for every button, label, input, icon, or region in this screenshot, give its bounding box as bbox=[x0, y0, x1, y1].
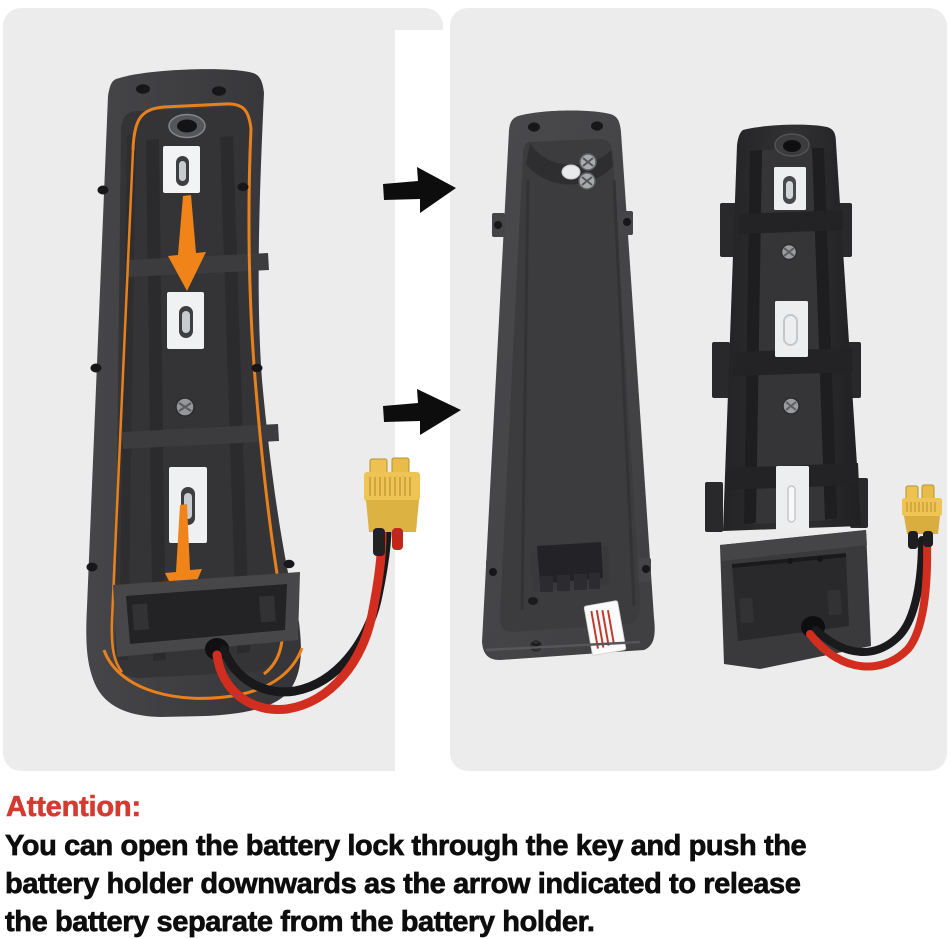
battery-lock-recess bbox=[113, 572, 300, 657]
screw-hole bbox=[136, 84, 150, 94]
wires-left bbox=[212, 528, 392, 714]
screw bbox=[782, 397, 800, 415]
screw-hole bbox=[283, 559, 295, 569]
xt60-connector bbox=[364, 457, 420, 556]
warning-sticker bbox=[583, 600, 627, 656]
battery-holder-rail-photo bbox=[705, 124, 942, 671]
down-arrow-icon bbox=[168, 195, 206, 291]
tray-screws bbox=[561, 153, 597, 190]
rail-plate-2 bbox=[775, 301, 808, 357]
screw-hole bbox=[591, 121, 603, 131]
caption-line-3: the battery separate from the battery ho… bbox=[5, 906, 596, 939]
caption-line-1: You can open the battery lock through th… bbox=[5, 830, 807, 863]
rail-plate-1 bbox=[774, 167, 806, 210]
screw bbox=[780, 243, 798, 261]
screw-hole bbox=[237, 182, 249, 192]
wires-right bbox=[806, 536, 932, 671]
screw-hole bbox=[212, 86, 226, 96]
screw-hole bbox=[97, 185, 109, 195]
battery-base-tray-photo bbox=[482, 110, 655, 660]
tray-cavity bbox=[499, 139, 641, 632]
screw-hole bbox=[90, 363, 102, 373]
caption-line-2: battery holder downwards as the arrow in… bbox=[5, 868, 802, 901]
attention-heading: Attention: bbox=[6, 791, 142, 824]
screw-hole bbox=[86, 562, 98, 572]
keyhole bbox=[168, 113, 206, 139]
xt60-connector bbox=[902, 484, 942, 549]
right-arrow-icon bbox=[383, 167, 456, 213]
product-photo-art bbox=[86, 69, 942, 717]
caption-section: Attention: You can open the battery lock… bbox=[0, 775, 951, 939]
assembled-battery-mount-photo bbox=[86, 69, 420, 717]
right-arrow-icon bbox=[383, 389, 461, 435]
mount-plate-1 bbox=[163, 146, 200, 193]
keyhole bbox=[774, 133, 810, 157]
rail-plate-3 bbox=[776, 466, 809, 531]
screw-hole bbox=[528, 122, 540, 132]
orange-seal-bottom bbox=[102, 647, 304, 700]
screw bbox=[175, 397, 195, 417]
mount-plate-2 bbox=[167, 292, 204, 349]
screw-hole bbox=[251, 363, 263, 373]
contact-block bbox=[530, 542, 610, 592]
